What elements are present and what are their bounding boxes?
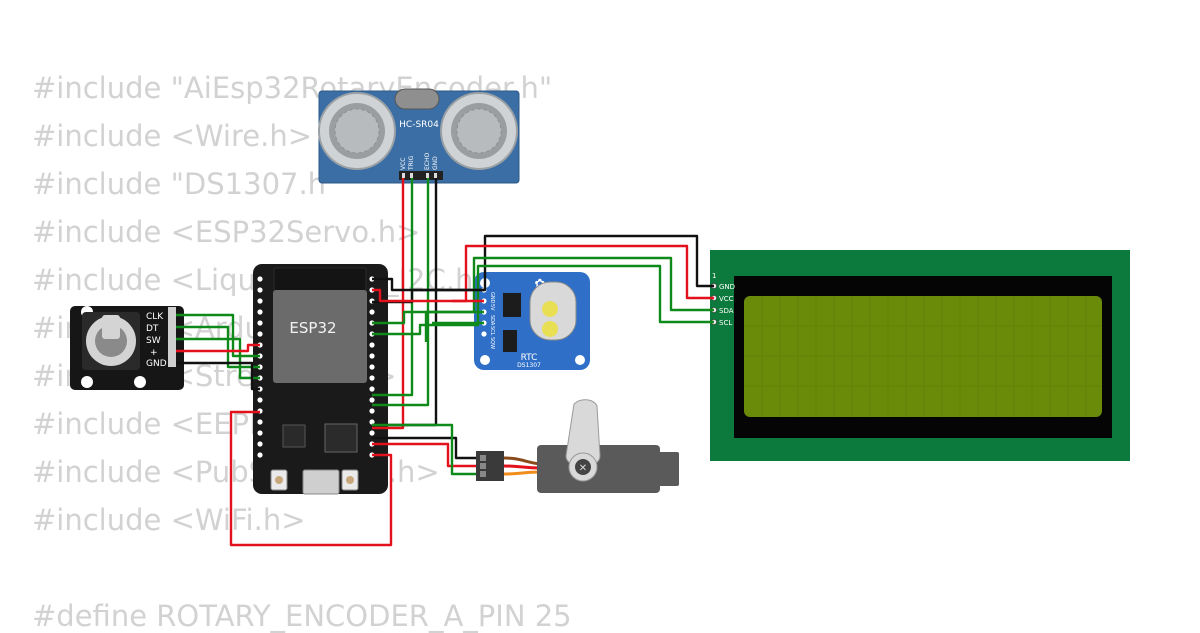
- lcd-pin1-label: 1: [712, 272, 716, 280]
- code-line: #include <WiFi.h>: [32, 503, 306, 537]
- ultrasonic-crystal: [394, 88, 440, 110]
- rtc-module[interactable]: ✿ RTC DS1307 GND 5V SDA SCL SQW: [474, 272, 590, 370]
- wire-lcd-sda: [372, 256, 714, 325]
- wire-encoder-dt: [176, 325, 260, 369]
- wires: [176, 178, 714, 547]
- code-line: #include <Wire.h>: [32, 119, 313, 153]
- wire-ultrasonic-echo: [372, 178, 430, 407]
- wire-ultrasonic-trig: [372, 178, 414, 397]
- encoder-pin-label: DT: [146, 324, 159, 334]
- servo-wire-brown: [503, 456, 541, 466]
- esp32-boot-button-cap: [275, 476, 283, 484]
- esp32-regulator: [282, 424, 306, 448]
- rtc-pin-label: GND: [489, 292, 495, 304]
- wire-rtc-sda: [424, 310, 484, 342]
- wire-ultrasonic-vcc: [372, 178, 405, 430]
- ultrasonic-pin-label: VCC: [400, 158, 407, 170]
- esp32-label: ESP32: [289, 319, 336, 337]
- lcd-pin-label: VCC: [719, 295, 734, 303]
- servo-motor[interactable]: ✕: [476, 399, 679, 493]
- esp32-module: [273, 290, 367, 383]
- rtc-battery-contact: [542, 321, 558, 337]
- rtc-chip: [503, 293, 521, 317]
- lcd-pin-label: GND: [719, 283, 735, 291]
- rtc-sublabel: DS1307: [517, 362, 541, 369]
- rtc-pin-label: 5V: [489, 304, 495, 311]
- lcd-pin-label: SCL: [719, 319, 732, 327]
- ultrasonic-pin-label: TRIG: [408, 155, 415, 171]
- rtc-mount-hole: [575, 355, 585, 365]
- lcd-pin-label: SDA: [719, 307, 734, 315]
- rtc-battery-contact: [542, 301, 558, 317]
- code-line: #define ROTARY_ENCODER_A_PIN 25: [32, 599, 572, 633]
- rotary-encoder[interactable]: CLK DT SW + GND: [70, 306, 184, 390]
- rtc-crystal: [503, 330, 517, 352]
- wire-rtc-gnd: [372, 277, 484, 292]
- encoder-pin-label: SW: [146, 336, 161, 346]
- ultrasonic-transducer-left: [318, 92, 396, 170]
- wire-power-loop: [229, 410, 393, 547]
- rtc-pin-label: SQW: [489, 337, 495, 349]
- wire-encoder-vcc: [176, 343, 260, 353]
- esp32-pin-row-left: [257, 276, 263, 458]
- servo-screw-icon: [575, 459, 591, 475]
- ultrasonic-pin-label: GND: [432, 156, 439, 170]
- lcd-char-grid: [744, 296, 1102, 417]
- esp32-board[interactable]: ESP32: [253, 264, 388, 495]
- ultrasonic-pin-label: ECHO: [424, 153, 431, 170]
- encoder-mount-hole: [134, 376, 146, 388]
- wire-encoder-gnd: [176, 361, 260, 391]
- rtc-pin-label: SDA: [489, 315, 495, 326]
- ultrasonic-sensor[interactable]: HC-SR04 VCC TRIG ECHO GND: [318, 88, 520, 184]
- esp32-antenna: [273, 267, 367, 294]
- encoder-pin-label: +: [150, 348, 158, 358]
- code-line: #include <ESP32Servo.h>: [32, 215, 421, 249]
- wire-servo-vcc: [372, 442, 476, 468]
- rtc-label: RTC: [521, 353, 538, 363]
- ultrasonic-header: [399, 171, 443, 180]
- wire-lcd-vcc: [372, 244, 714, 303]
- servo-mount-tab: [655, 452, 679, 486]
- wire-servo-gnd: [372, 436, 476, 460]
- encoder-header: [168, 307, 176, 367]
- wire-encoder-sw: [176, 337, 260, 380]
- servo-wire-orange: [503, 470, 541, 476]
- wire-lcd-scl: [372, 264, 714, 336]
- servo-screw-cross-icon: ✕: [579, 463, 587, 474]
- lcd-display[interactable]: 1 GND VCC SDA SCL: [710, 250, 1130, 461]
- esp32-reset-button-cap: [346, 476, 354, 484]
- ultrasonic-transducer-right: [440, 92, 518, 170]
- encoder-mount-hole: [81, 376, 93, 388]
- ultrasonic-label: HC-SR04: [399, 120, 439, 130]
- wire-servo-signal: [372, 423, 476, 476]
- wire-encoder-clk: [176, 313, 260, 358]
- servo-wire-red: [503, 464, 541, 470]
- esp32-usb-port: [302, 469, 340, 495]
- rtc-mount-hole: [480, 355, 490, 365]
- encoder-shaft-flat: [102, 315, 120, 339]
- encoder-pin-label: GND: [146, 359, 167, 369]
- rtc-pin-label: SCL: [489, 326, 495, 336]
- encoder-pin-label: CLK: [146, 312, 164, 322]
- esp32-usb-chip: [324, 423, 358, 453]
- code-line: #include "DS1307.h": [32, 167, 340, 201]
